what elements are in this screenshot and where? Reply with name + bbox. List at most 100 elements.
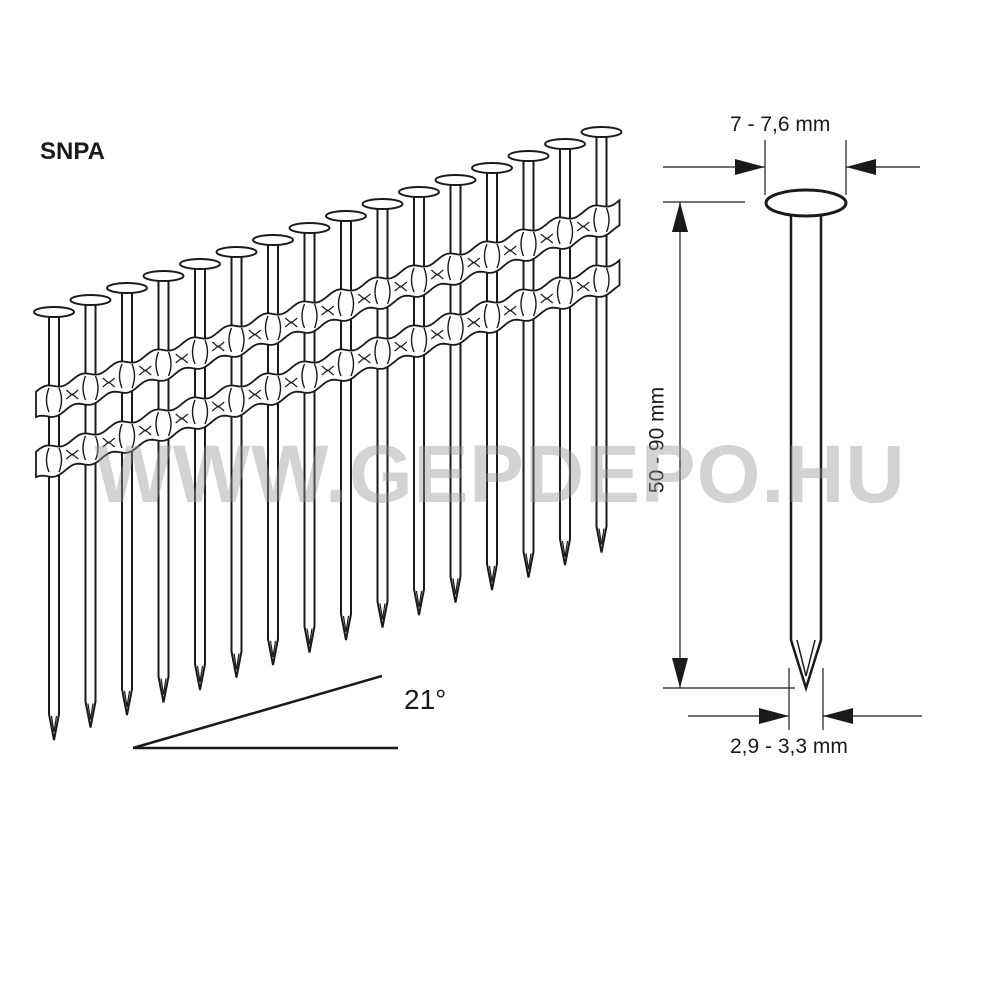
strip-nail-shank bbox=[157, 280, 170, 703]
strip-nail-tip bbox=[233, 653, 240, 670]
collation-wrap bbox=[228, 387, 245, 413]
angle-label: 21° bbox=[404, 684, 447, 715]
strip-nail-shank bbox=[303, 232, 316, 653]
collation-twist bbox=[503, 305, 517, 316]
strip-nail-tip bbox=[306, 628, 313, 645]
strip-nail-tip bbox=[342, 615, 350, 633]
strip-nail-head bbox=[434, 174, 477, 186]
collation-twist bbox=[175, 413, 189, 424]
collation-wrap bbox=[520, 231, 537, 257]
strip-nail-shank bbox=[449, 184, 462, 603]
collation-wrap bbox=[520, 291, 537, 317]
collation-twist bbox=[576, 281, 590, 292]
strip-nail bbox=[361, 198, 404, 628]
collation-twist bbox=[430, 269, 444, 280]
head-dim-arrow-right bbox=[846, 159, 876, 175]
strip-nail-tip bbox=[415, 590, 423, 608]
angle-indicator bbox=[132, 674, 398, 750]
strip-nail bbox=[69, 294, 112, 728]
collation-wrap bbox=[118, 423, 136, 449]
collation-twist bbox=[467, 257, 481, 268]
nail-strip bbox=[33, 126, 623, 741]
strip-nail-head bbox=[142, 270, 185, 282]
strip-nail-shank bbox=[267, 244, 279, 666]
strip-nail bbox=[544, 138, 586, 566]
collation-wrap bbox=[410, 267, 428, 293]
strip-nail-tip bbox=[525, 553, 532, 570]
collation-wrap bbox=[593, 267, 610, 293]
strip-nail-tip bbox=[123, 690, 131, 708]
collation-twist bbox=[430, 329, 444, 340]
strip-nail bbox=[288, 222, 331, 653]
strip-nail-tip bbox=[87, 703, 94, 720]
strip-nail bbox=[179, 258, 221, 691]
collation-wrap bbox=[155, 351, 172, 377]
single-nail-detail bbox=[663, 140, 922, 730]
collation-wrap bbox=[337, 351, 355, 377]
nail-shank bbox=[789, 210, 823, 693]
collation-wrap bbox=[264, 375, 282, 401]
strip-nail-head bbox=[507, 150, 550, 162]
collation-wrap bbox=[118, 363, 136, 389]
product-title: SNPA bbox=[40, 138, 105, 165]
collation-twist bbox=[102, 377, 116, 388]
collation-twist bbox=[467, 317, 481, 328]
collation-wrap bbox=[556, 279, 574, 305]
collation-band-outline bbox=[35, 198, 621, 419]
strip-nail-head bbox=[325, 210, 367, 222]
collation-twist bbox=[284, 377, 298, 388]
watermark: WWW.GEPDEPO.HU bbox=[94, 429, 906, 520]
collation-wrap bbox=[483, 243, 501, 269]
collation-wrap bbox=[410, 327, 428, 353]
collation-twist bbox=[248, 389, 262, 400]
collation-wrap bbox=[447, 255, 464, 281]
collation-wrap bbox=[483, 303, 501, 329]
collation-twist bbox=[211, 401, 225, 412]
strip-nail-tip bbox=[50, 715, 58, 733]
collation-twist bbox=[394, 281, 408, 292]
strip-nail-head bbox=[179, 258, 221, 270]
strip-nail-shank bbox=[194, 268, 206, 691]
collation-wrap bbox=[82, 435, 99, 461]
shank-dim-arrow-left bbox=[759, 708, 789, 724]
collation-twist bbox=[65, 449, 79, 460]
strip-nail-shank bbox=[376, 208, 389, 628]
angle-slope-line bbox=[132, 674, 383, 750]
strip-nail-tip bbox=[160, 678, 167, 695]
collation-twist bbox=[65, 389, 79, 400]
strip-nail bbox=[215, 246, 258, 678]
collation-twist bbox=[357, 353, 371, 364]
nail-head bbox=[764, 188, 848, 218]
strip-nail-shank bbox=[230, 256, 243, 678]
strip-nail bbox=[142, 270, 185, 703]
strip-nail-tip bbox=[561, 540, 569, 558]
strip-nail-head bbox=[471, 162, 513, 174]
strip-nail-head bbox=[252, 234, 294, 246]
collation-twist bbox=[138, 425, 152, 436]
strip-nail-head bbox=[106, 282, 148, 294]
collation-twist bbox=[576, 221, 590, 232]
strip-nail bbox=[507, 150, 550, 578]
collation-wrap bbox=[228, 327, 245, 353]
strip-nail-shank bbox=[48, 316, 60, 741]
collation-wrap bbox=[45, 387, 63, 413]
collation-wrap bbox=[191, 339, 209, 365]
collation-wrap bbox=[447, 315, 464, 341]
strip-nail-head bbox=[361, 198, 404, 210]
strip-nail bbox=[252, 234, 294, 666]
strip-nail-tip bbox=[269, 640, 277, 658]
collation-band-upper bbox=[35, 198, 621, 419]
strip-nail-tip bbox=[488, 565, 496, 583]
shank-dim-arrow-right bbox=[823, 708, 853, 724]
strip-nail-head bbox=[33, 306, 75, 318]
strip-nail bbox=[580, 126, 623, 553]
strip-nail-tip bbox=[598, 528, 605, 545]
collation-twist bbox=[321, 365, 335, 376]
strip-nail bbox=[33, 306, 75, 741]
strip-nail-shank bbox=[121, 292, 133, 716]
head-dim-arrow-left bbox=[735, 159, 765, 175]
strip-nail-tip bbox=[452, 578, 459, 595]
collation-twist bbox=[503, 245, 517, 256]
collation-twist bbox=[540, 233, 554, 244]
strip-nail-head bbox=[69, 294, 112, 306]
